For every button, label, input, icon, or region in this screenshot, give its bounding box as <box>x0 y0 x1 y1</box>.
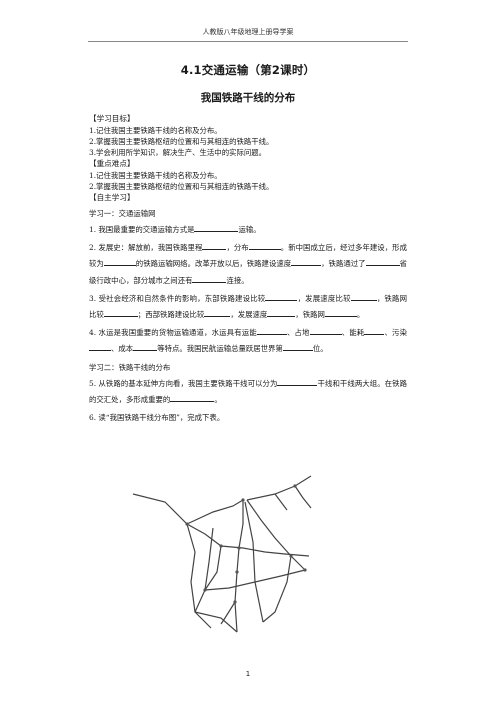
key-points-heading: 【重点难点】 <box>89 159 135 169</box>
railway-hubs <box>185 484 307 604</box>
key-point-item: 1.记住我国主要铁路干线的名称及分布。 <box>89 170 222 180</box>
page-title: 4.1交通运输（第2课时） <box>180 63 316 77</box>
question-4: 4. 水运是我国重要的货物运输通道，水运具有运能、占地、能耗、污染、成本等特点。… <box>89 326 407 354</box>
answer-blank[interactable] <box>89 342 111 352</box>
study2-title: 学习二：铁路干线的分布 <box>89 362 171 372</box>
answer-blank[interactable] <box>256 326 287 336</box>
answer-blank[interactable] <box>277 377 318 386</box>
answer-blank[interactable] <box>291 257 322 267</box>
answer-blank[interactable] <box>282 342 313 352</box>
page-subtitle: 我国铁路干线的分布 <box>200 92 296 104</box>
answer-blank[interactable] <box>364 326 385 336</box>
answer-blank[interactable] <box>324 308 357 317</box>
worksheet-body: 【学习目标】 1.记住我国主要铁路干线的名称及分布。 2.掌握我国主要铁路枢纽的… <box>89 113 407 426</box>
railway-map-figure <box>132 475 312 633</box>
page-number: 1 <box>245 670 251 678</box>
answer-blank[interactable] <box>103 257 136 267</box>
answer-blank[interactable] <box>103 308 138 317</box>
answer-blank[interactable] <box>267 308 296 317</box>
question-2: 2. 发展史：解放前，我国铁路里程，分布。新中国成立后，经过多年建设，形成较为的… <box>89 241 407 285</box>
objective-item: 3.学会利用所学知识，解决生产、生活中的实际问题。 <box>89 148 267 158</box>
answer-blank[interactable] <box>133 342 158 352</box>
answer-blank[interactable] <box>204 308 231 317</box>
objective-item: 1.记住我国主要铁路干线的名称及分布。 <box>89 125 222 135</box>
question-3: 3. 受社会经济和自然条件的影响，东部铁路建设比较，发展速度比较，铁路网比较；西… <box>89 292 407 319</box>
objective-item: 2.掌握我国主要铁路枢纽的位置和与其相连的铁路干线。 <box>89 136 274 146</box>
study1-title: 学习一：交通运输网 <box>89 208 156 218</box>
question-5: 5. 从铁路的基本延伸方向看，我国主要铁路干线可以分为干线和干线两大组。在铁路的… <box>89 377 407 404</box>
answer-blank[interactable] <box>309 326 342 336</box>
question-1: 1. 我国最重要的交通运输方式是运输。 <box>89 223 261 234</box>
answer-blank[interactable] <box>365 257 400 267</box>
question-6: 6. 读“我国铁路干线分布图”，完成下表。 <box>89 413 225 423</box>
answer-blank[interactable] <box>192 274 227 283</box>
header-divider <box>88 41 408 42</box>
page-header: 人教版八年级地理上册导学案 <box>202 28 294 36</box>
answer-blank[interactable] <box>170 393 215 402</box>
objectives-heading: 【学习目标】 <box>89 114 135 123</box>
answer-blank[interactable] <box>248 241 281 251</box>
answer-blank[interactable] <box>194 223 239 232</box>
answer-blank[interactable] <box>350 292 377 301</box>
key-point-item: 2.掌握我国主要铁路枢纽的位置和与其相连的铁路干线。 <box>89 182 274 192</box>
answer-blank[interactable] <box>202 241 227 251</box>
answer-blank[interactable] <box>265 292 298 301</box>
railway-lines <box>132 475 312 633</box>
self-study-heading: 【自主学习】 <box>89 193 135 203</box>
